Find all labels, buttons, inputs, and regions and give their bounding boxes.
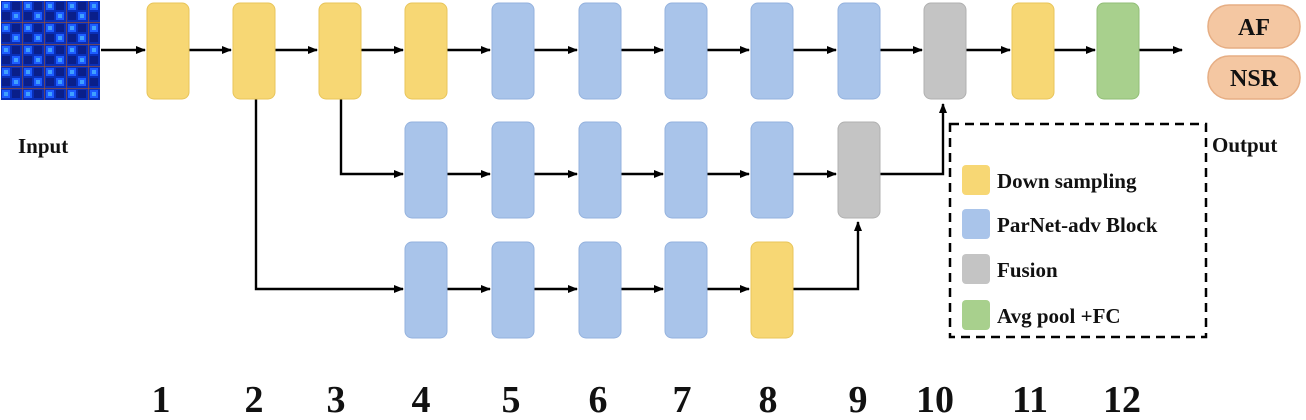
block-parnet xyxy=(664,2,708,100)
bottom-row-blocks xyxy=(404,241,794,339)
block-down-sampling xyxy=(232,2,276,100)
middle-row-blocks xyxy=(404,121,881,219)
block-parnet xyxy=(578,241,622,339)
legend-label-avgpool-fc: Avg pool +FC xyxy=(997,304,1121,328)
block-parnet xyxy=(578,2,622,100)
input-heatmap xyxy=(1,1,100,100)
block-parnet xyxy=(664,241,708,339)
legend-label-fusion: Fusion xyxy=(997,258,1058,282)
block-parnet xyxy=(750,2,794,100)
legend-swatch-parnet xyxy=(962,209,990,239)
stage-numbers: 1 2 3 4 5 6 7 8 9 10 11 12 xyxy=(152,379,1142,420)
block-parnet xyxy=(664,121,708,219)
block-parnet xyxy=(404,121,448,219)
input-label: Input xyxy=(18,134,68,158)
block-down-sampling xyxy=(318,2,362,100)
stage-number: 3 xyxy=(327,379,346,420)
block-avgpool-fc xyxy=(1096,2,1140,100)
stage-number: 7 xyxy=(673,379,692,420)
block-fusion xyxy=(837,121,881,219)
block-fusion xyxy=(923,2,967,100)
bottom-branch-connections xyxy=(254,99,862,293)
block-parnet xyxy=(491,241,535,339)
legend-swatch-avgpool-fc xyxy=(962,300,990,330)
output-label: Output xyxy=(1212,133,1277,157)
output-af-label: AF xyxy=(1238,15,1270,41)
block-down-sampling xyxy=(1011,2,1055,100)
stage-number: 9 xyxy=(849,379,868,420)
stage-number: 12 xyxy=(1103,379,1141,420)
output-classes: AF NSR xyxy=(1207,4,1301,100)
legend-label-parnet: ParNet-adv Block xyxy=(997,213,1158,237)
block-parnet xyxy=(578,121,622,219)
legend-border xyxy=(948,122,1208,339)
stage-number: 8 xyxy=(759,379,778,420)
top-row-blocks xyxy=(146,2,1140,100)
legend-swatch-down-sampling xyxy=(962,165,990,195)
stage-number: 2 xyxy=(245,379,264,420)
stage-number: 5 xyxy=(502,379,521,420)
legend: Down sampling ParNet-adv Block Fusion Av… xyxy=(948,122,1208,339)
block-down-sampling xyxy=(750,241,794,339)
stage-number: 10 xyxy=(916,379,954,420)
output-nsr-pill xyxy=(1207,55,1301,100)
legend-swatch-fusion xyxy=(962,254,990,284)
output-af-pill xyxy=(1207,4,1301,49)
block-parnet xyxy=(491,2,535,100)
middle-branch-connections xyxy=(339,99,947,178)
block-parnet xyxy=(837,2,881,100)
block-down-sampling xyxy=(404,2,448,100)
legend-label-down-sampling: Down sampling xyxy=(997,169,1137,193)
block-parnet xyxy=(404,241,448,339)
stage-number: 11 xyxy=(1012,379,1048,420)
block-down-sampling xyxy=(146,2,190,100)
output-nsr-label: NSR xyxy=(1230,66,1279,92)
stage-number: 4 xyxy=(412,379,431,420)
stage-number: 6 xyxy=(589,379,608,420)
stage-number: 1 xyxy=(152,379,171,420)
block-parnet xyxy=(491,121,535,219)
block-parnet xyxy=(750,121,794,219)
